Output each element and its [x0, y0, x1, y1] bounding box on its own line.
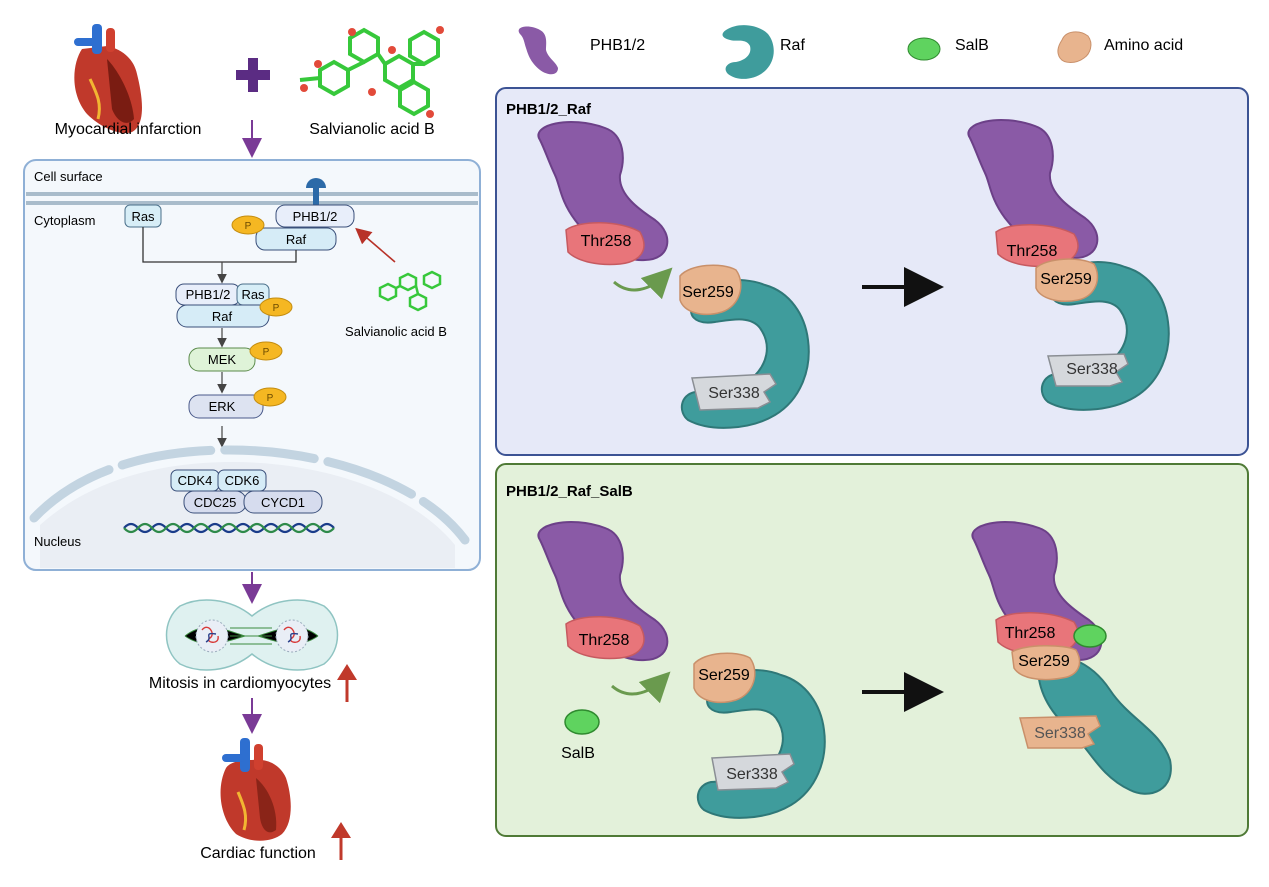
panel2-complex-ser259-label: Ser259 — [1018, 653, 1070, 670]
erk-phospho-label: P — [267, 393, 274, 404]
panel1-thr-site — [565, 222, 645, 266]
panel2-complex-salb — [1073, 624, 1107, 648]
cycd1-node — [243, 490, 323, 514]
legend-salb-swatch — [907, 37, 941, 61]
panel1-complex-ser259-label: Ser259 — [1040, 271, 1092, 288]
cdk6-node — [217, 469, 267, 492]
panel1-complex-thr-site — [995, 224, 1079, 268]
panel1-ser259-site — [679, 264, 742, 316]
molecule-atoms — [300, 26, 444, 118]
erk-phospho-badge — [253, 387, 287, 407]
panel2-salb-label: SalB — [561, 745, 595, 762]
complex-raf-label: Raf — [212, 309, 233, 324]
complex-raf-node — [176, 304, 270, 328]
panel2-complex-ser338-label: Ser338 — [1034, 725, 1086, 742]
panel2-title: PHB1/2_Raf_SalB — [506, 483, 633, 500]
cdk4-label: CDK4 — [178, 473, 213, 488]
dna-icon — [123, 522, 335, 534]
panel1-complex-ser338-site — [1047, 353, 1129, 387]
cycd1-label: CYCD1 — [261, 495, 305, 510]
panel2-thr-site — [565, 616, 645, 660]
cdk6-label: CDK6 — [225, 473, 260, 488]
complex-ras-label: Ras — [241, 287, 265, 302]
nuclear-envelope — [29, 445, 470, 545]
merge-line — [142, 227, 297, 263]
panel1-complex-ser338-label: Ser338 — [1066, 361, 1118, 378]
panel2-complex-ser338-site — [1019, 715, 1101, 749]
panel2-complex-thr-label: Thr258 — [1005, 625, 1056, 642]
heart-bottom-icon — [220, 738, 291, 841]
myocardial-infarction-label: Myocardial infarction — [55, 121, 202, 138]
panel2-ser338-label: Ser338 — [726, 766, 778, 783]
erk-node — [188, 394, 264, 419]
complex-phospho-label: P — [273, 303, 280, 314]
raf-label: Raf — [286, 232, 307, 247]
erk-label: ERK — [209, 399, 236, 414]
mitosis-cell-icon — [165, 599, 339, 671]
phb-node — [275, 204, 355, 228]
phospho-label: P — [245, 221, 252, 232]
panel1-thr-label: Thr258 — [581, 233, 632, 250]
legend-salb-label: SalB — [955, 37, 989, 54]
mek-phospho-badge — [249, 341, 283, 361]
legend-raf-label: Raf — [780, 37, 805, 54]
panel1-ser338-site — [691, 373, 778, 411]
complex-phb-label: PHB1/2 — [186, 287, 231, 302]
increase-arrow-cardiac — [331, 822, 351, 860]
panel2-ser259-site — [693, 652, 756, 704]
cytoplasm-label: Cytoplasm — [34, 213, 95, 228]
phb-label: PHB1/2 — [293, 209, 338, 224]
legend-phb-swatch — [518, 26, 558, 75]
mitosis-label: Mitosis in cardiomyocytes — [149, 675, 331, 692]
legend-amino-swatch — [1057, 31, 1092, 63]
panel2-ser338-site — [711, 753, 795, 791]
ras-label: Ras — [131, 209, 155, 224]
legend-raf-swatch — [722, 25, 774, 79]
small-molecule-label: Salvianolic acid B — [345, 324, 447, 339]
molecule-icon — [299, 27, 440, 117]
mek-node — [188, 347, 256, 372]
cdc25-label: CDC25 — [194, 495, 237, 510]
panel1-complex-ser259-site — [1035, 258, 1099, 302]
heart-icon — [74, 24, 142, 134]
small-molecule-icon — [378, 270, 442, 312]
panel2-salb-molecule — [564, 709, 600, 735]
legend: PHB1/2 Raf SalB Amino acid — [518, 25, 1183, 79]
phospho-badge — [231, 215, 265, 235]
nucleus-area — [40, 462, 455, 568]
panel2-complex-ser259-site — [1011, 644, 1081, 681]
salvianolic-acid-label: Salvianolic acid B — [309, 121, 434, 138]
nucleus-label: Nucleus — [34, 534, 81, 549]
panel1-ser338-label: Ser338 — [708, 385, 760, 402]
panel1-curved-arrow — [613, 267, 673, 300]
panel2-curved-arrow — [611, 671, 671, 704]
inhibition-arrow — [355, 227, 396, 263]
receptor-icon — [306, 178, 326, 208]
plus-icon — [236, 58, 270, 92]
panel2-ser259-label: Ser259 — [698, 667, 750, 684]
cell-surface-label: Cell surface — [34, 169, 103, 184]
panel1-complex-thr-label: Thr258 — [1007, 243, 1058, 260]
complex-phospho-badge — [259, 297, 293, 317]
panel2-thr-label: Thr258 — [579, 632, 630, 649]
legend-amino-label: Amino acid — [1104, 37, 1183, 54]
increase-arrow-mitosis — [337, 664, 357, 702]
legend-phb-label: PHB1/2 — [590, 37, 645, 54]
panel1-title: PHB1/2_Raf — [506, 101, 592, 118]
panel1-ser259-label: Ser259 — [682, 284, 734, 301]
cardiac-function-label: Cardiac function — [200, 845, 316, 862]
mek-phospho-label: P — [263, 347, 270, 358]
mek-label: MEK — [208, 352, 237, 367]
